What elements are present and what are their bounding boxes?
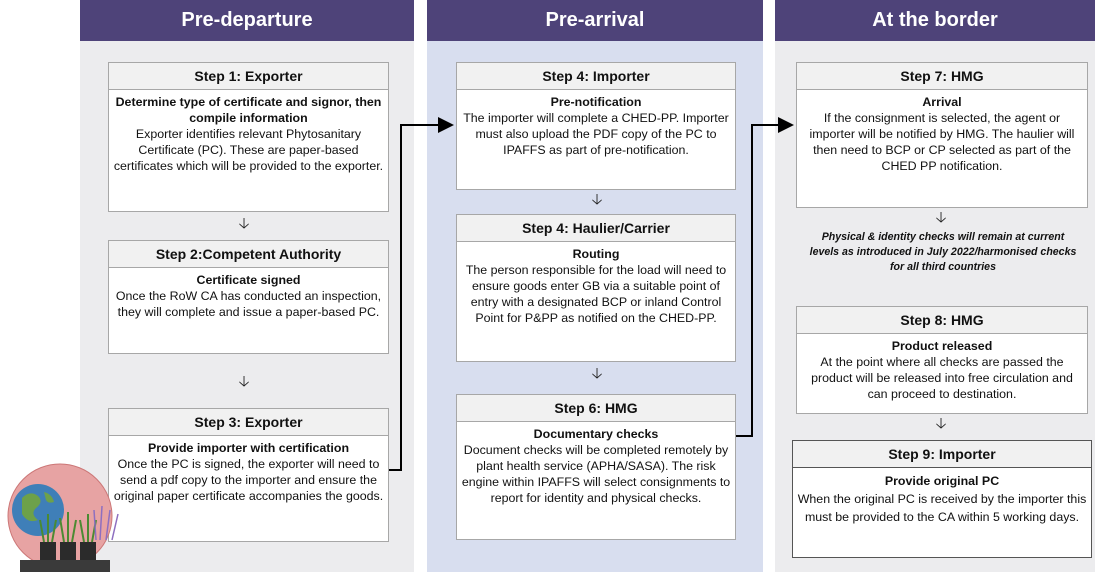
- step-body: Provide importer with certification Once…: [109, 436, 388, 508]
- column-title: Pre-departure: [80, 0, 414, 41]
- checks-note: Physical & identity checks will remain a…: [809, 231, 1077, 273]
- step-text: The person responsible for the load will…: [465, 263, 727, 325]
- step-8-box: Step 8: HMG Product released At the poin…: [796, 306, 1088, 414]
- step-text: If the consignment is selected, the agen…: [809, 111, 1075, 173]
- step-subtitle: Documentary checks: [533, 427, 659, 441]
- step-body: Certificate signed Once the RoW CA has c…: [109, 268, 388, 324]
- step-2-box: Step 2:Competent Authority Certificate s…: [108, 240, 389, 354]
- step-text: The importer will complete a CHED-PP. Im…: [463, 111, 729, 157]
- step-title: Step 1: Exporter: [109, 63, 388, 90]
- step-3-box: Step 3: Exporter Provide importer with c…: [108, 408, 389, 542]
- step-subtitle: Determine type of certificate and signor…: [115, 95, 382, 125]
- column-title: At the border: [775, 0, 1095, 41]
- step-title: Step 6: HMG: [457, 395, 735, 422]
- step-subtitle: Provide importer with certification: [147, 441, 350, 455]
- step-subtitle: Certificate signed: [196, 273, 301, 287]
- down-arrow-icon: 🡣: [238, 373, 250, 390]
- down-arrow-icon: 🡣: [238, 215, 250, 232]
- step-title: Step 7: HMG: [797, 63, 1087, 90]
- step-title: Step 2:Competent Authority: [109, 241, 388, 268]
- step-body: Determine type of certificate and signor…: [109, 90, 388, 178]
- column-title: Pre-arrival: [427, 0, 763, 41]
- step-title: Step 8: HMG: [797, 307, 1087, 334]
- step-text: Once the PC is signed, the exporter will…: [113, 457, 384, 503]
- step-subtitle: Pre-notification: [550, 95, 642, 109]
- step-subtitle: Product released: [891, 339, 993, 353]
- step-4-importer-box: Step 4: Importer Pre-notification The im…: [456, 62, 736, 190]
- step-text: At the point where all checks are passed…: [811, 355, 1073, 401]
- down-arrow-icon: 🡣: [591, 365, 603, 382]
- step-subtitle: Provide original PC: [884, 474, 1000, 488]
- step-1-box: Step 1: Exporter Determine type of certi…: [108, 62, 389, 212]
- step-body: Product released At the point where all …: [797, 334, 1087, 406]
- step-body: Arrival If the consignment is selected, …: [797, 90, 1087, 178]
- step-title: Step 4: Importer: [457, 63, 735, 90]
- step-body: Routing The person responsible for the l…: [457, 242, 735, 330]
- step-title: Step 9: Importer: [793, 441, 1091, 468]
- step-7-box: Step 7: HMG Arrival If the consignment i…: [796, 62, 1088, 208]
- step-body: Pre-notification The importer will compl…: [457, 90, 735, 162]
- step-text: When the original PC is received by the …: [797, 492, 1087, 524]
- down-arrow-icon: 🡣: [935, 209, 947, 226]
- step-9-box: Step 9: Importer Provide original PC Whe…: [792, 440, 1092, 558]
- step-4-haulier-box: Step 4: Haulier/Carrier Routing The pers…: [456, 214, 736, 362]
- step-text: Exporter identifies relevant Phytosanita…: [113, 127, 384, 173]
- down-arrow-icon: 🡣: [591, 191, 603, 208]
- step-text: Once the RoW CA has conducted an inspect…: [115, 289, 382, 319]
- step-body: Documentary checks Document checks will …: [457, 422, 735, 510]
- step-title: Step 4: Haulier/Carrier: [457, 215, 735, 242]
- step-subtitle: Routing: [572, 247, 620, 261]
- globe-plant-illustration: [7, 463, 119, 572]
- step-text: Document checks will be completed remote…: [461, 443, 731, 505]
- down-arrow-icon: 🡣: [935, 415, 947, 432]
- step-title: Step 3: Exporter: [109, 409, 388, 436]
- step-6-box: Step 6: HMG Documentary checks Document …: [456, 394, 736, 540]
- step-body: Provide original PC When the original PC…: [793, 468, 1091, 530]
- step-subtitle: Arrival: [922, 95, 962, 109]
